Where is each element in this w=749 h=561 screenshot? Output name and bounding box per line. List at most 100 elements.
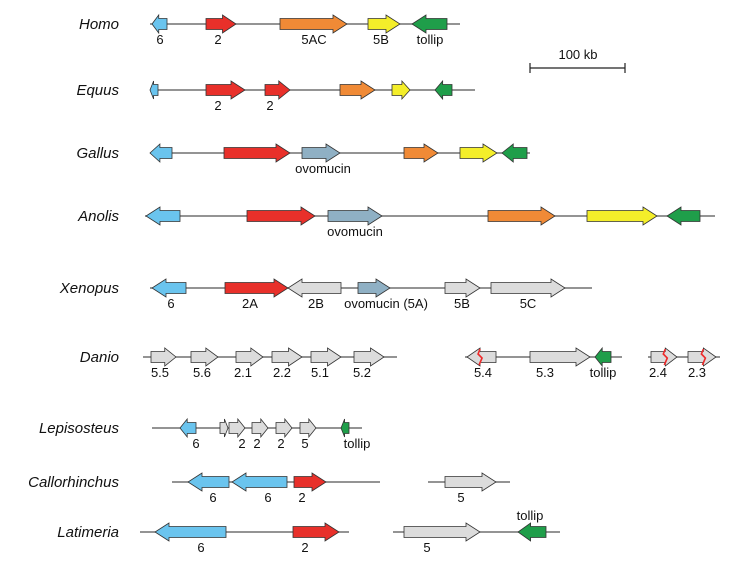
gene-arrow-blue	[231, 472, 288, 492]
gene-arrow-red	[292, 522, 340, 542]
gene-arrow-green	[517, 522, 547, 542]
gene-label: 5.3	[536, 365, 554, 380]
gene-label: 2	[253, 436, 260, 451]
gene-arrow-gray	[310, 347, 342, 367]
gene-arrow-gray	[235, 347, 264, 367]
gene-label: 2.1	[234, 365, 252, 380]
gene-arrow-steel	[327, 206, 383, 226]
scale-bar: 100 kb	[529, 47, 626, 73]
pseudogene-break-icon	[662, 348, 669, 366]
gene-label: 5.6	[193, 365, 211, 380]
gene-arrow-gray	[190, 347, 219, 367]
locus-row-latimeria: Latimeria 6 2 5 tollip	[57, 508, 560, 555]
gene-label: 5C	[520, 296, 537, 311]
gene-label: 5B	[373, 32, 389, 47]
gene-arrow-yellow	[391, 79, 411, 101]
species-label: Homo	[79, 16, 119, 33]
gene-label: tollip	[590, 365, 617, 380]
gene-arrow-orange	[487, 206, 556, 226]
gene-label: 2	[298, 490, 305, 505]
gene-label: 5	[423, 540, 430, 555]
gene-label: 2	[214, 98, 221, 113]
pseudogene-break-icon	[700, 348, 707, 366]
gene-label: 2.3	[688, 365, 706, 380]
gene-arrow-yellow	[459, 143, 498, 163]
gene-arrow-red	[223, 143, 291, 163]
species-label: Callorhinchus	[28, 474, 119, 491]
gene-arrow-gray	[150, 347, 177, 367]
gene-arrow-gray	[219, 418, 229, 438]
gene-arrow-gray	[444, 472, 497, 492]
gene-arrow-gray	[228, 417, 246, 439]
gene-label: 2	[214, 32, 221, 47]
gene-label: 2B	[308, 296, 324, 311]
gene-label: ovomucin	[327, 224, 383, 239]
gene-label: tollip	[517, 508, 544, 523]
gene-label: 2	[301, 540, 308, 555]
gene-arrow-green	[340, 418, 350, 438]
gene-arrow-blue	[154, 522, 227, 542]
gene-label: 2.2	[273, 365, 291, 380]
gene-arrow-gray	[251, 417, 269, 439]
gene-label: 5.1	[311, 365, 329, 380]
gene-arrow-red	[205, 80, 246, 100]
gene-label: 6	[192, 436, 199, 451]
gene-arrow-green	[594, 346, 612, 368]
gene-arrow-gray	[444, 278, 481, 298]
gene-arrow-blue	[149, 80, 159, 100]
gene-label: 6	[197, 540, 204, 555]
gene-arrow-red	[293, 472, 327, 492]
gene-arrow-red	[224, 278, 289, 298]
gene-arrow-gray	[490, 278, 566, 298]
gene-label: 2	[238, 436, 245, 451]
gene-arrow-green	[501, 143, 528, 163]
gene-arrow-green	[411, 14, 448, 34]
gene-arrow-blue	[151, 278, 187, 298]
gene-label: 2.4	[649, 365, 667, 380]
gene-arrow-gray	[271, 347, 303, 367]
scale-bar-label: 100 kb	[558, 47, 597, 62]
gene-arrow-red	[205, 14, 237, 34]
gene-label: 5	[457, 490, 464, 505]
gene-arrow-steel	[357, 278, 391, 298]
gene-arrow-steel	[301, 143, 341, 163]
species-label: Danio	[80, 349, 119, 366]
gene-arrow-red	[246, 206, 316, 226]
gene-arrow-gray	[287, 278, 342, 298]
gene-arrow-gray	[403, 522, 481, 542]
gene-label: tollip	[417, 32, 444, 47]
gene-label: 5AC	[301, 32, 326, 47]
species-label: Gallus	[76, 145, 119, 162]
gene-label: 6	[167, 296, 174, 311]
gene-label: 6	[264, 490, 271, 505]
pseudogene-break-icon	[477, 348, 483, 366]
gene-arrow-green	[434, 79, 453, 101]
gene-arrow-orange	[403, 143, 439, 163]
gene-label: 2	[266, 98, 273, 113]
gene-label: ovomucin (5A)	[344, 296, 428, 311]
gene-arrow-blue	[179, 417, 197, 439]
gene-arrow-yellow	[367, 14, 401, 34]
gene-label: 6	[156, 32, 163, 47]
gene-arrow-blue	[187, 472, 230, 492]
gene-arrow-gray	[275, 417, 293, 439]
gene-label: 5.2	[353, 365, 371, 380]
gene-arrow-blue	[145, 206, 181, 226]
gene-label: 5	[301, 436, 308, 451]
gene-arrow-gray	[529, 347, 591, 367]
gene-arrow-blue	[149, 143, 173, 163]
gene-arrow-blue	[151, 13, 168, 35]
species-label: Latimeria	[57, 524, 119, 541]
gene-arrow-yellow	[586, 206, 658, 226]
gene-label: 2A	[242, 296, 258, 311]
species-label: Xenopus	[59, 280, 120, 297]
species-label: Lepisosteus	[39, 420, 120, 437]
